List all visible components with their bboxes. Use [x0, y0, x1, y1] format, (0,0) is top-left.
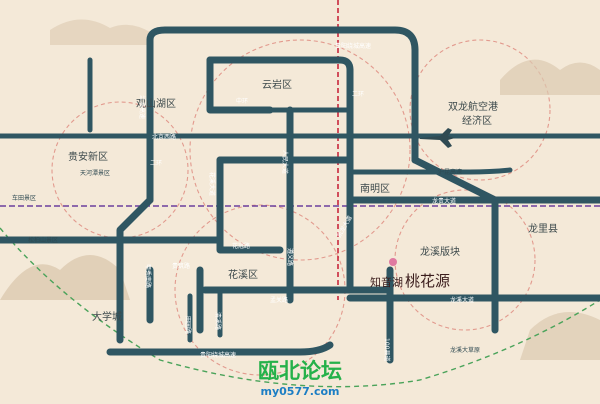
road-label-g100: 100县道	[383, 338, 391, 361]
project-brand: 知音湖	[370, 275, 403, 289]
district-shuanglong-zone: 经济区	[462, 114, 492, 127]
district-yunyan: 云岩区	[262, 78, 292, 91]
mountain-shading	[0, 255, 130, 300]
road-label-longdong: 龙贵大道	[432, 197, 456, 205]
road-guiyang-ring-south	[106, 341, 334, 356]
road-label-guizhu: 贵筑路	[172, 262, 190, 270]
road-label-hunan: 沪昆高速	[438, 168, 462, 176]
road-label-mengguan: 孟关路	[270, 296, 288, 304]
ring-shuanglong	[409, 39, 551, 181]
district-daxuecheng: 大学城	[92, 310, 122, 323]
road-hunan	[347, 167, 513, 175]
watermark-title: 瓯北论坛	[258, 359, 342, 383]
watermark-url: my0577.com	[261, 385, 340, 398]
road-label-ring2-west: 二环	[150, 160, 162, 167]
mountain-shading	[50, 19, 150, 45]
road-label-tianyuan: 田园路	[184, 316, 192, 334]
place-label-longxi-grass: 龙溪大草原	[450, 346, 480, 354]
road-label-ring-south: 贵阳绕城高速	[200, 351, 236, 359]
road-label-ring2-east: 二环	[352, 91, 364, 98]
district-longli: 龙里县	[528, 222, 558, 235]
district-longxi: 龙溪版块	[420, 245, 460, 258]
road-label-zunyi: 遵义路	[286, 248, 294, 266]
mountain-shading	[500, 59, 600, 95]
road-label-ring-north: 贵阳绕城高速	[335, 42, 371, 50]
mountain-shading	[520, 312, 600, 360]
road-label-longxi-avenue: 龙溪大道	[450, 296, 474, 304]
road-label-ring1: 中环	[236, 97, 248, 105]
road-ring1-west	[206, 56, 274, 114]
road-guiyang-ring-north	[146, 26, 419, 54]
road-label-jiaxiu: 甲秀南路	[144, 264, 152, 288]
district-guanshanhu: 观山湖区	[136, 98, 176, 110]
road-label-huaguan: 花冠路	[232, 242, 250, 250]
road-label-huaxi-avenue: 花溪大道	[208, 172, 216, 196]
place-label-tianhetan: 天河潭景区	[80, 169, 110, 177]
project-name: 桃花源	[405, 272, 450, 290]
ring-center	[189, 39, 411, 261]
road-label-qingxi: 清溪路	[214, 312, 222, 330]
road-daxuecheng	[116, 196, 154, 344]
place-label-songbai: 松柏山景区	[28, 236, 58, 244]
district-nanming: 南明区	[360, 182, 390, 195]
district-huaxi: 花溪区	[228, 268, 258, 281]
road-ring2-west	[216, 156, 284, 254]
road-label-beijing-west: 北京西路	[152, 133, 176, 141]
road-label-renmin-avenue: 人民大道	[281, 150, 289, 174]
district-guian: 贵安新区	[68, 150, 108, 163]
airplane-icon	[420, 128, 455, 148]
district-shuanglong: 双龙航空港	[448, 100, 498, 113]
place-label-chetian: 车田景区	[12, 194, 36, 202]
project-flower-icon	[389, 258, 397, 266]
road-label-lanhai: 兰海高速	[138, 95, 146, 119]
railway-line	[0, 227, 600, 388]
